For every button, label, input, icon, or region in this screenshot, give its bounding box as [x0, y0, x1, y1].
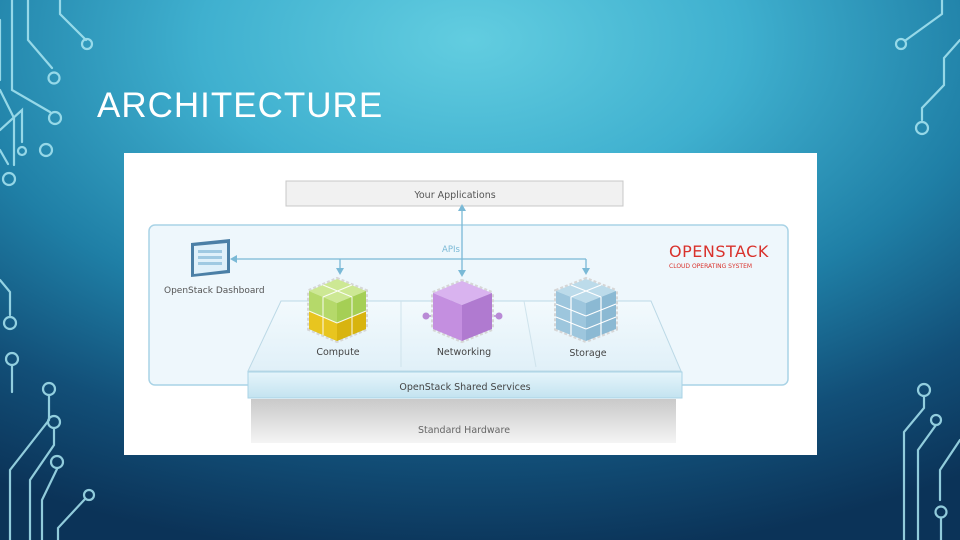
service-label-storage: Storage — [569, 348, 606, 359]
dashboard-label: OpenStack Dashboard — [164, 286, 265, 296]
applications-label: Your Applications — [413, 190, 495, 201]
platform-divider — [523, 300, 537, 368]
applications-box — [285, 180, 624, 207]
dashboard-monitor-icon — [191, 239, 230, 277]
arrow-down-icon — [458, 270, 466, 277]
shared-services-label: OpenStack Shared Services — [399, 382, 530, 393]
arrow-down-icon — [336, 268, 344, 275]
openstack-tagline: CLOUD OPERATING SYSTEM — [669, 263, 752, 270]
arrow-left-icon — [230, 255, 237, 263]
apis-label: APIs — [442, 245, 460, 255]
service-label-compute: Compute — [316, 347, 359, 358]
hardware-label: Standard Hardware — [418, 425, 510, 436]
slide-title: ARCHITECTURE — [97, 86, 384, 125]
hardware-slab — [251, 399, 676, 443]
service-label-networking: Networking — [437, 347, 491, 358]
storage-cube-icon — [554, 276, 618, 344]
openstack-brand: OPENSTACK — [669, 242, 769, 261]
compute-cube-icon — [307, 276, 368, 344]
arrow-up-icon — [458, 204, 466, 211]
architecture-diagram: Your Applications APIs OPENSTACK CLOUD O… — [124, 153, 817, 455]
architecture-diagram-svg: Your Applications APIs OPENSTACK CLOUD O… — [148, 180, 789, 443]
api-arrowheads — [230, 204, 590, 277]
arrow-down-icon — [582, 268, 590, 275]
shared-services-box — [247, 371, 683, 399]
networking-cube-icon — [422, 278, 503, 344]
